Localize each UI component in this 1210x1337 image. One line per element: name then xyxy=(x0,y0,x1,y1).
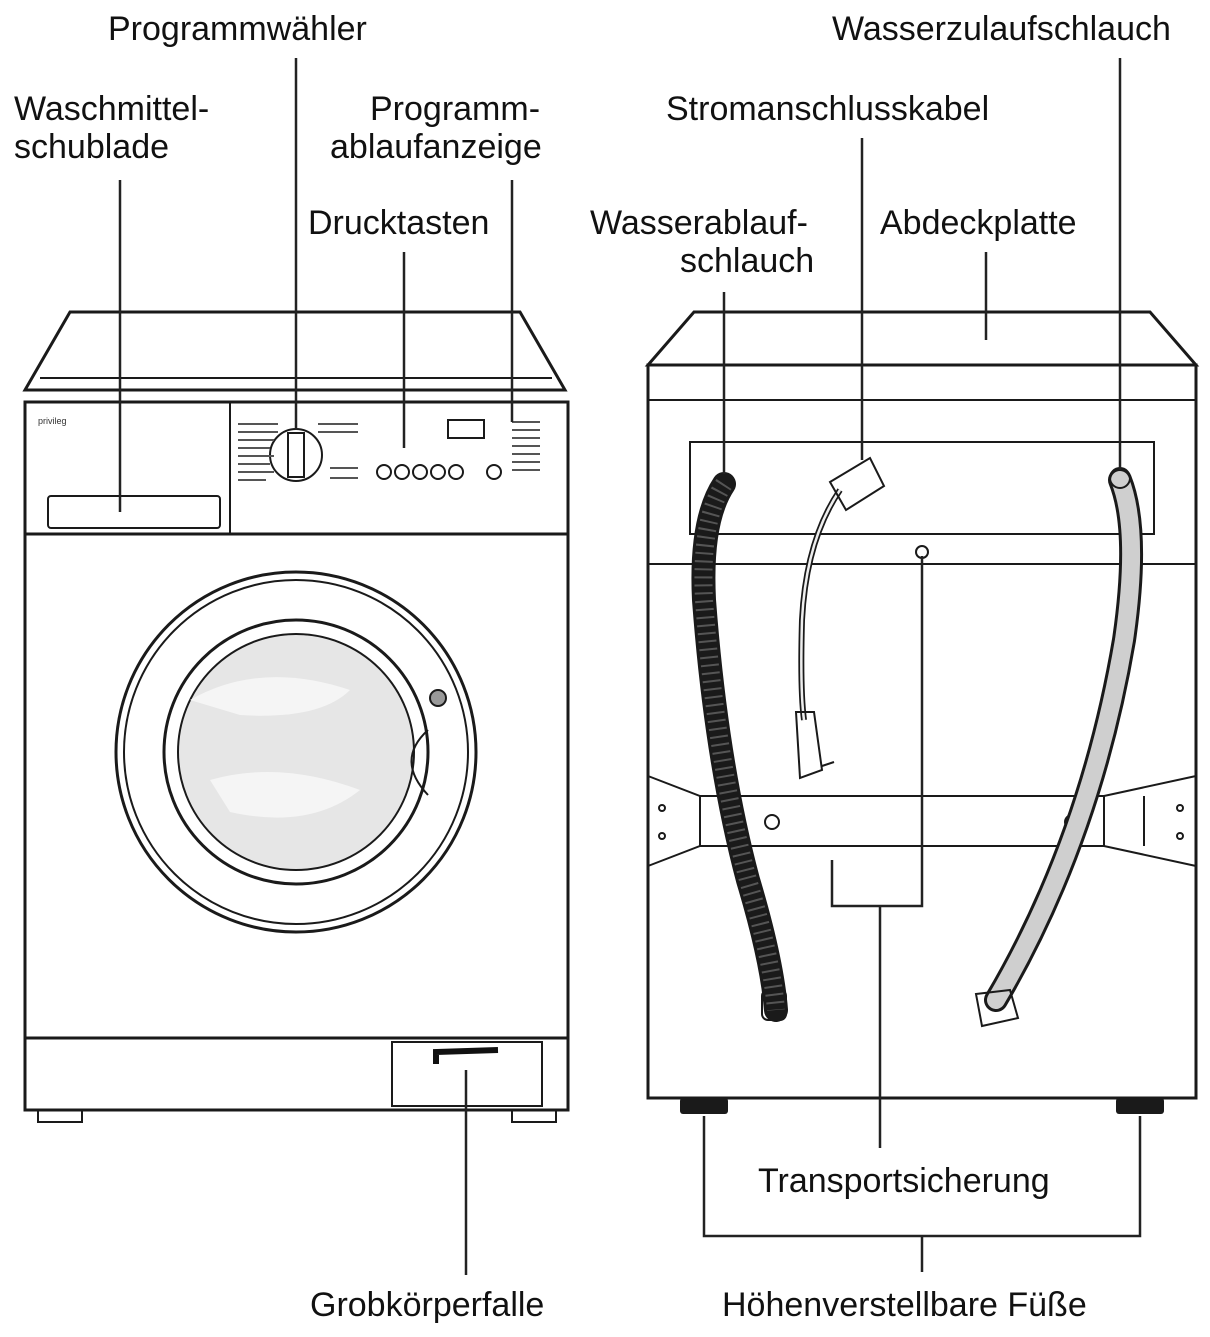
label-abdeckplatte: Abdeckplatte xyxy=(880,204,1077,242)
power-plug xyxy=(794,711,824,780)
label-programmwaehler: Programmwähler xyxy=(108,10,367,48)
front-view: privileg xyxy=(22,310,570,1123)
door-handle xyxy=(410,729,429,796)
foot-left xyxy=(680,1098,728,1114)
label-waschmittelschublade-line1: Waschmittel- xyxy=(14,90,209,128)
label-programmablaufanzeige-line2: ablaufanzeige xyxy=(330,128,542,166)
drain-hose xyxy=(691,472,788,1022)
front-display xyxy=(447,419,485,439)
svg-text:privileg: privileg xyxy=(38,416,67,426)
power-cable-connector xyxy=(828,456,886,512)
foot-right xyxy=(1116,1098,1164,1114)
label-wasserablaufschlauch-line2: schlauch xyxy=(680,242,814,280)
label-grobkoerperfalle: Grobkörperfalle xyxy=(310,1286,544,1324)
back-recess xyxy=(689,441,1155,535)
label-programmablaufanzeige-line1: Programm- xyxy=(370,90,540,128)
label-drucktasten: Drucktasten xyxy=(308,204,489,242)
label-transportsicherung: Transportsicherung xyxy=(758,1162,1050,1200)
cover-plate xyxy=(644,310,1200,367)
label-wasserablaufschlauch-line1: Wasserablauf- xyxy=(590,204,808,242)
back-view xyxy=(644,310,1200,1114)
label-wasserzulaufschlauch: Wasserzulaufschlauch xyxy=(832,10,1171,48)
label-hoehenverstellbare-fuesse: Höhenverstellbare Füße xyxy=(722,1286,1087,1324)
detergent-drawer xyxy=(47,495,221,529)
leader-lines xyxy=(118,58,1142,1275)
push-buttons xyxy=(376,464,502,480)
label-stromanschlusskabel: Stromanschlusskabel xyxy=(666,90,989,128)
label-waschmittelschublade-line2: schublade xyxy=(14,128,169,166)
door-lock-indicator xyxy=(429,689,447,707)
